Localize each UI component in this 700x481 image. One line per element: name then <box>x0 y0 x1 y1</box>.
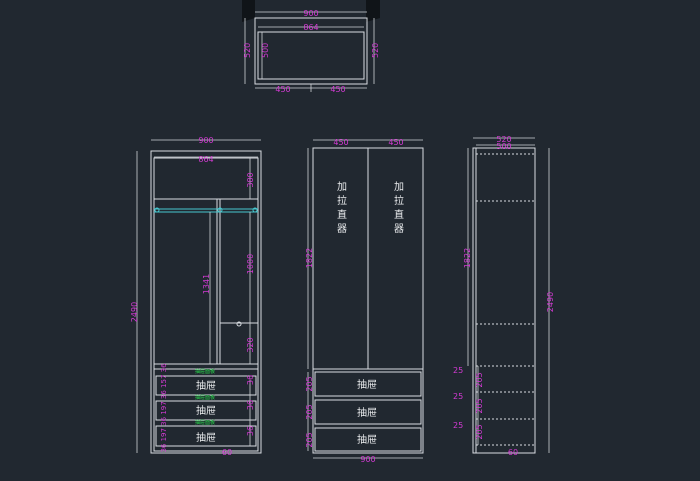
front-gap-3: 36 <box>246 426 255 436</box>
front-drawer-label-2: 抽屉 <box>196 404 216 417</box>
plan-inner <box>257 31 365 80</box>
door-drawer-label-1: 抽屉 <box>357 378 377 391</box>
front-top-space: 380 <box>246 172 255 187</box>
svg-text:直: 直 <box>337 208 347 221</box>
front-upper-right: 1000 <box>246 254 255 274</box>
plan-depth-right: 520 <box>371 43 380 58</box>
side-drawer-d-3: 205 <box>475 424 484 439</box>
side-depth-inner: 500 <box>496 142 511 151</box>
front-drawer-label-1: 抽屉 <box>196 379 216 392</box>
side-drawer-d-1: 205 <box>475 372 484 387</box>
side-outer <box>472 147 536 454</box>
side-depth-outer: 520 <box>496 135 511 144</box>
side-height-upper: 1822 <box>463 248 472 268</box>
plan-hatch-right <box>366 0 380 22</box>
door-drawer-2 <box>314 399 422 425</box>
drawer-note-3: 抽屉面板 <box>195 419 215 426</box>
front-total-height: 2490 <box>130 302 139 322</box>
door-drawer-label-3: 抽屉 <box>357 433 377 446</box>
door-drawer-label-2: 抽屉 <box>357 406 377 419</box>
front-inner <box>153 157 259 452</box>
svg-text:拉: 拉 <box>337 194 347 207</box>
side-gap-3: 25 <box>453 421 463 430</box>
drawer-note-2: 抽屉面板 <box>195 394 215 401</box>
side-drawer-d-2: 205 <box>475 398 484 413</box>
drawer-note-1: 抽屉面板 <box>195 368 215 375</box>
plan-depth-inner: 500 <box>261 43 270 58</box>
handle-label-right: 加 拉 直 器 <box>394 181 404 235</box>
front-width-outer: 900 <box>198 136 213 145</box>
svg-text:加: 加 <box>394 181 404 193</box>
front-stack-dims: 36 197 36 197 36 157 36 <box>160 363 168 453</box>
front-gap-2: 36 <box>246 400 255 410</box>
door-drawer-h-3: 205 <box>305 432 314 447</box>
svg-text:器: 器 <box>337 223 347 235</box>
plan-width-outer: 900 <box>303 9 318 18</box>
front-hang-height: 1341 <box>202 274 211 294</box>
drawer-3 <box>155 425 257 447</box>
front-interior-view: 抽屉 抽屉 抽屉 抽屉面板 抽屉面板 抽屉面板 900 864 2490 380… <box>130 136 262 457</box>
door-width-bottom: 900 <box>360 455 375 464</box>
side-height-total: 2490 <box>546 292 555 312</box>
drawer-1 <box>155 375 257 396</box>
door-height: 1822 <box>305 248 314 268</box>
front-outer <box>150 150 262 454</box>
door-half-left: 450 <box>333 138 348 147</box>
door-drawer-1 <box>314 371 422 397</box>
door-half-right: 450 <box>388 138 403 147</box>
plan-half-right: 450 <box>330 85 345 94</box>
door-drawer-h-1: 205 <box>305 376 314 391</box>
drawer-2 <box>155 400 257 421</box>
door-drawer-h-2: 205 <box>305 404 314 419</box>
front-door-view: 抽屉 抽屉 抽屉 加 拉 直 器 加 拉 直 器 450 450 1822 20… <box>305 138 424 464</box>
svg-text:器: 器 <box>394 223 404 235</box>
plan-half-left: 450 <box>275 85 290 94</box>
front-bottom-clear: 60 <box>222 448 232 457</box>
plan-width-inner: 864 <box>303 23 318 32</box>
front-lower-right: 320 <box>246 337 255 352</box>
door-drawer-3 <box>314 427 422 452</box>
front-gap-1: 36 <box>246 375 255 385</box>
side-gap-1: 25 <box>453 366 463 375</box>
side-gap-2: 25 <box>453 392 463 401</box>
svg-text:直: 直 <box>394 208 404 221</box>
front-width-inner: 864 <box>198 155 213 164</box>
plan-view: 900 864 520 500 520 450 450 <box>242 0 380 94</box>
side-bottom-clear: 60 <box>508 448 518 457</box>
side-view: 520 500 1822 2490 25 25 25 205 205 205 6… <box>453 135 555 457</box>
plan-depth-left: 520 <box>243 43 252 58</box>
svg-text:加: 加 <box>337 181 347 193</box>
front-drawer-label-3: 抽屉 <box>196 431 216 444</box>
plan-hatch-left <box>242 0 255 22</box>
svg-text:拉: 拉 <box>394 194 404 207</box>
handle-label-left: 加 拉 直 器 <box>337 181 347 235</box>
